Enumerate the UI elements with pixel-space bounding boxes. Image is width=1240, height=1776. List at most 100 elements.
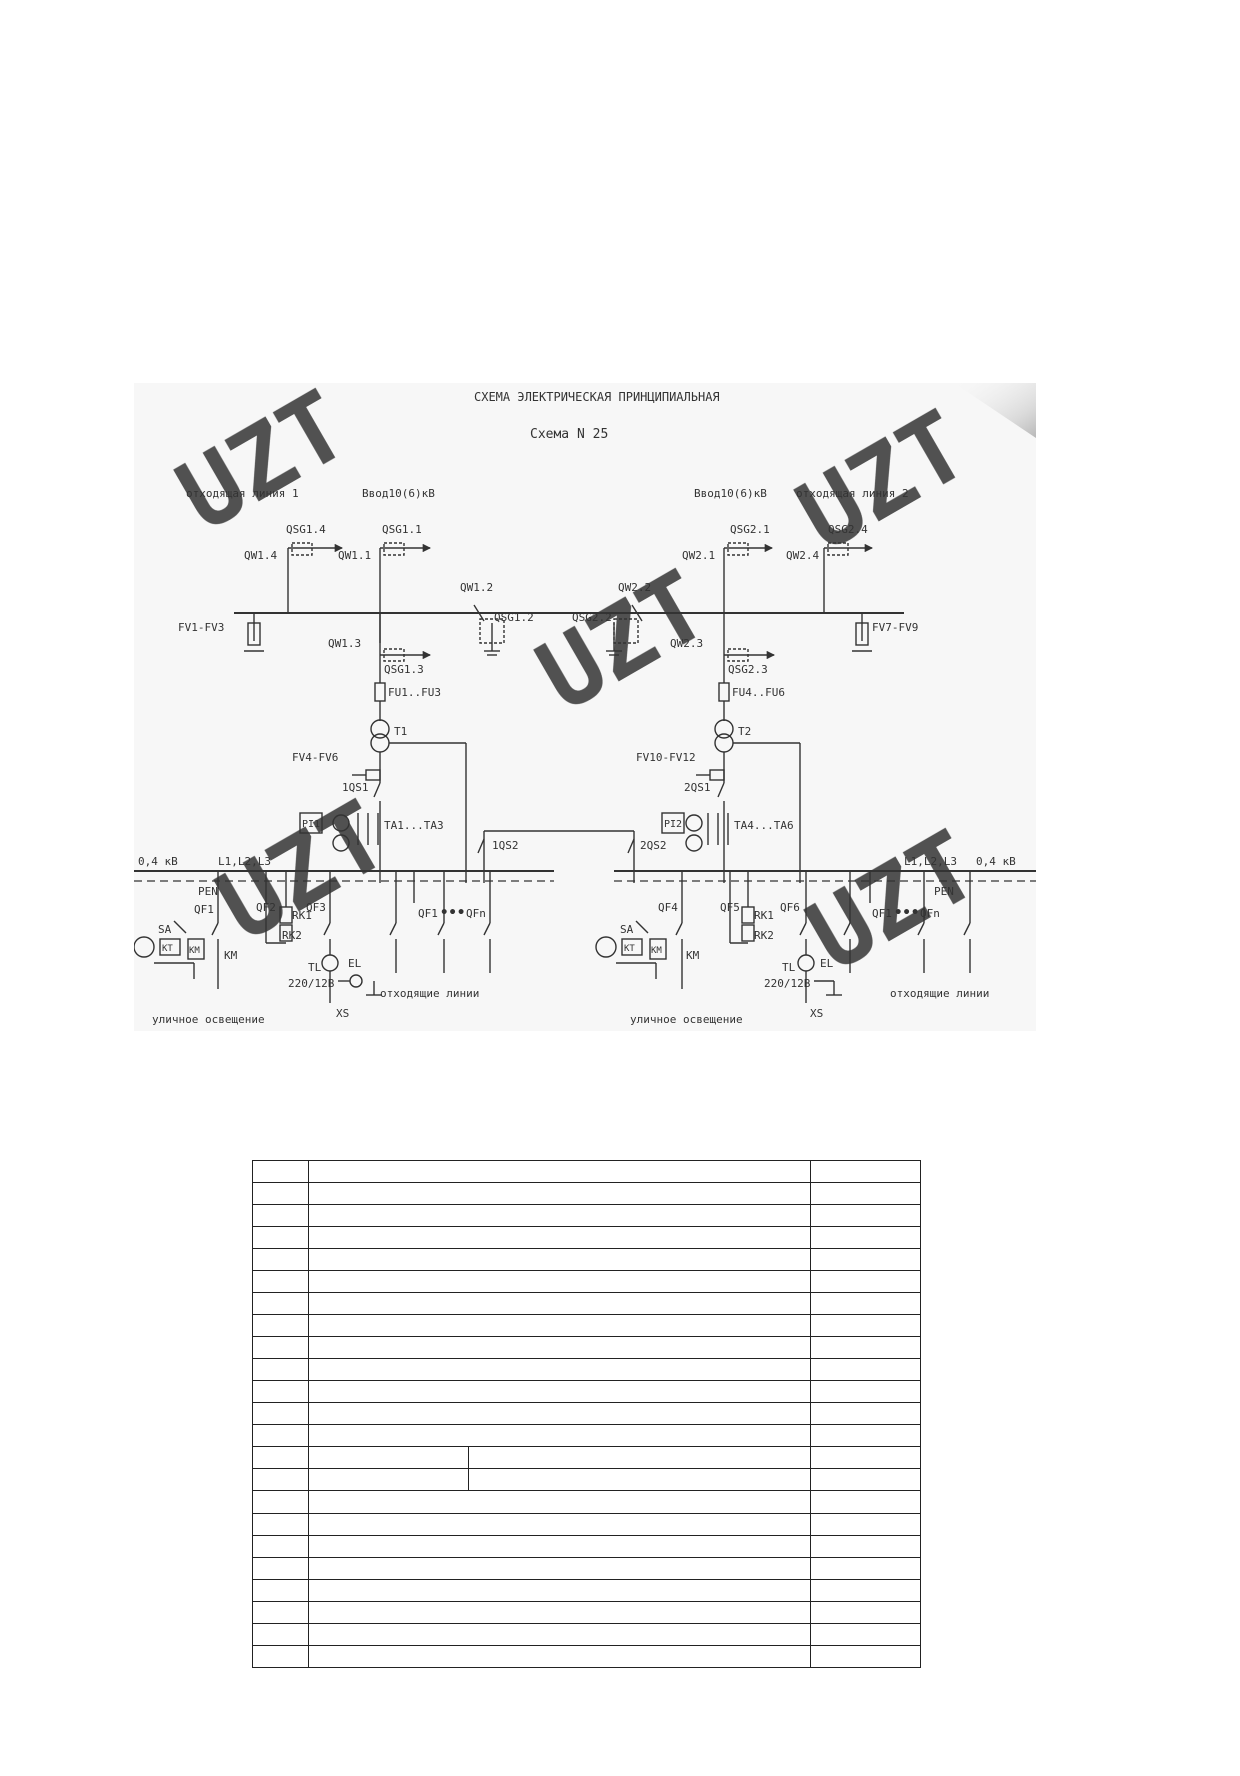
label-0-4kv-right: 0,4 кВ: [976, 855, 1016, 868]
label-qsg11: QSG1.1: [382, 523, 422, 536]
label-qfn-outgoing-left: QFn: [466, 907, 486, 920]
label-outgoing-lines-left: отходящие линии: [380, 987, 479, 1000]
table-cell: [308, 1600, 811, 1624]
label-km-left: KM: [224, 949, 238, 962]
table-cell: [252, 1226, 309, 1250]
table-cell: [308, 1446, 469, 1470]
label-sa-left: SA: [158, 923, 172, 936]
table-row: [252, 1622, 921, 1646]
table-cell: [252, 1292, 309, 1316]
label-qsg13: QSG1.3: [384, 663, 424, 676]
label-t2: T2: [738, 725, 751, 738]
label-ta4-ta6: TA4...TA6: [734, 819, 794, 832]
label-qw22: QW2.2: [618, 581, 651, 594]
table-row: [252, 1512, 921, 1536]
table-cell: [252, 1446, 309, 1470]
table-row: [252, 1270, 921, 1294]
label-1qs1: 1QS1: [342, 781, 369, 794]
label-rk1-right: RK1: [754, 909, 774, 922]
label-outgoing-line-2: отходящая линия 2: [796, 487, 909, 500]
table-cell: [252, 1622, 309, 1646]
page-curl-shadow: [954, 383, 1036, 438]
table-cell: [810, 1556, 921, 1580]
label-kt-right: KT: [624, 944, 635, 954]
label-qw23: QW2.3: [670, 637, 703, 650]
table-cell: [252, 1534, 309, 1558]
table-cell: [308, 1402, 811, 1426]
label-rk2-right: RK2: [754, 929, 774, 942]
label-qsg22: QSG2.2: [572, 611, 612, 624]
table-cell: [252, 1159, 309, 1184]
label-rk1-left: RK1: [292, 909, 312, 922]
label-0-4kv-left: 0,4 кВ: [138, 855, 178, 868]
table-cell: [308, 1159, 811, 1184]
label-phases-left: L1,L2,L3: [218, 855, 271, 868]
diagram-subtitle: Схема N 25: [530, 427, 608, 442]
label-t1: T1: [394, 725, 407, 738]
label-tl-right: TL: [782, 961, 796, 974]
label-220-12v-right: 220/12В: [764, 977, 811, 990]
electrical-schematic: UZT UZT UZT UZT UZT СХЕМА ЭЛЕКТРИЧЕСКАЯ …: [134, 383, 1036, 1031]
table-row: [252, 1292, 921, 1316]
table-row: [252, 1644, 921, 1669]
table-row: [252, 1159, 921, 1184]
table-row: [252, 1336, 921, 1360]
table-row: [252, 1248, 921, 1272]
label-qfn-outgoing-right: QFn: [920, 907, 940, 920]
table-cell: [252, 1578, 309, 1602]
label-qsg23: QSG2.3: [728, 663, 768, 676]
table-row: [252, 1534, 921, 1558]
table-cell: [252, 1490, 309, 1514]
table-cell: [252, 1556, 309, 1580]
table-cell: [810, 1534, 921, 1558]
label-fv1-fv3: FV1-FV3: [178, 621, 224, 634]
table-cell: [810, 1446, 921, 1470]
label-qsg24: QSG2.4: [828, 523, 868, 536]
label-km-right: KM: [686, 949, 700, 962]
table-cell: [810, 1644, 921, 1669]
label-el-left: EL: [348, 957, 362, 970]
schematic-labels: отходящая линия 1 Ввод10(6)кВ Ввод10(6)к…: [138, 487, 1016, 1026]
table-cell: [810, 1292, 921, 1316]
table-cell: [810, 1314, 921, 1338]
table-cell: [308, 1534, 811, 1558]
label-pi-left: PI1: [302, 819, 320, 830]
table-row: [252, 1182, 921, 1206]
label-qw12: QW1.2: [460, 581, 493, 594]
label-el-right: EL: [820, 957, 834, 970]
table-row: [252, 1402, 921, 1426]
table-cell: [308, 1512, 811, 1536]
table-cell: [252, 1380, 309, 1404]
label-sa-right: SA: [620, 923, 634, 936]
table-cell: [252, 1468, 309, 1492]
table-cell: [810, 1270, 921, 1294]
label-2qs1: 2QS1: [684, 781, 711, 794]
table-cell: [252, 1336, 309, 1360]
table-cell: [252, 1248, 309, 1272]
label-qw14: QW1.4: [244, 549, 277, 562]
table-row: [252, 1556, 921, 1580]
table-row: [252, 1600, 921, 1624]
label-km-box-left: KM: [189, 946, 200, 956]
table-cell: [308, 1622, 811, 1646]
table-row: [252, 1226, 921, 1250]
label-qw13: QW1.3: [328, 637, 361, 650]
table-cell: [252, 1204, 309, 1228]
table-cell: [810, 1248, 921, 1272]
label-qf1-outgoing-right: QF1: [872, 907, 892, 920]
table-cell: [308, 1380, 811, 1404]
table-row: [252, 1490, 921, 1514]
table-cell: [308, 1468, 469, 1492]
label-fv7-fv9: FV7-FV9: [872, 621, 918, 634]
label-street-lighting-left: уличное освещение: [152, 1013, 265, 1026]
label-kt-left: KT: [162, 944, 173, 954]
table-row: [252, 1468, 921, 1492]
label-qw11: QW1.1: [338, 549, 371, 562]
label-qf1-outgoing-left: QF1: [418, 907, 438, 920]
table-cell: [810, 1424, 921, 1448]
table-cell: [810, 1622, 921, 1646]
table-cell: [308, 1556, 811, 1580]
table-cell: [252, 1644, 309, 1669]
table-row: [252, 1424, 921, 1448]
label-qf3: QF3: [306, 901, 326, 914]
